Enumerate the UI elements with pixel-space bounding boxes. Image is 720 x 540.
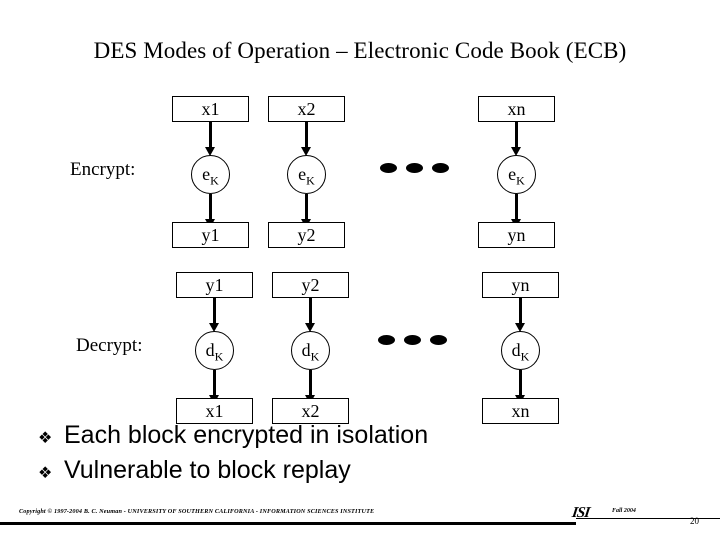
isi-logo: ISI xyxy=(570,505,591,521)
decrypt-operator-2: d xyxy=(301,340,311,360)
encrypt-input-box-n: xn xyxy=(478,96,555,122)
decrypt-cipher-circle-n: dK xyxy=(501,331,540,370)
encrypt-operator-n: e xyxy=(508,164,517,184)
encrypt-operator-subscript-2: K xyxy=(306,173,315,188)
encrypt-operator-1: e xyxy=(202,164,211,184)
encrypt-arrow-in-2 xyxy=(301,122,311,156)
encrypt-operator-2: e xyxy=(298,164,307,184)
encrypt-arrow-out-2 xyxy=(301,194,311,228)
slide-footer: Copyright © 1997-2004 B. C. Neuman - UNI… xyxy=(0,500,720,540)
page-number: 20 xyxy=(690,516,699,526)
footer-divider-right xyxy=(576,518,720,519)
decrypt-operator-n: d xyxy=(511,340,521,360)
encrypt-cipher-circle-2: eK xyxy=(287,155,326,194)
decrypt-output-box-n: xn xyxy=(482,398,559,424)
encrypt-input-box-2: x2 xyxy=(268,96,345,122)
decrypt-output-box-2: x2 xyxy=(272,398,349,424)
decrypt-arrow-out-n xyxy=(515,370,525,404)
decrypt-operator-1: d xyxy=(205,340,215,360)
encrypt-cipher-circle-1: eK xyxy=(191,155,230,194)
term-label: Fall 2004 xyxy=(612,508,636,514)
page-title: DES Modes of Operation – Electronic Code… xyxy=(93,38,627,63)
encrypt-operator-subscript-n: K xyxy=(516,173,525,188)
list-item: ❖ Each block encrypted in isolation xyxy=(38,420,638,453)
list-item: ❖ Vulnerable to block replay xyxy=(38,455,638,488)
encrypt-operator-subscript-1: K xyxy=(210,173,219,188)
decrypt-arrow-in-n xyxy=(515,298,525,332)
decrypt-arrow-out-2 xyxy=(305,370,315,404)
decrypt-cipher-circle-2: dK xyxy=(291,331,330,370)
encrypt-input-box-1: x1 xyxy=(172,96,249,122)
decrypt-output-box-1: x1 xyxy=(176,398,253,424)
decrypt-input-box-n: yn xyxy=(482,272,559,298)
encrypt-arrow-in-1 xyxy=(205,122,215,156)
decrypt-input-box-1: y1 xyxy=(176,272,253,298)
encrypt-cipher-circle-n: eK xyxy=(497,155,536,194)
diamond-bullet-icon: ❖ xyxy=(38,428,53,447)
copyright-notice: Copyright © 1997-2004 B. C. Neuman - UNI… xyxy=(19,508,375,515)
decrypt-arrow-in-1 xyxy=(209,298,219,332)
encrypt-output-box-n: yn xyxy=(478,222,555,248)
bullet-text: Each block encrypted in isolation xyxy=(64,421,429,449)
decrypt-row-label: Decrypt: xyxy=(76,335,143,356)
decrypt-input-box-2: y2 xyxy=(272,272,349,298)
decrypt-operator-subscript-n: K xyxy=(520,349,530,364)
encrypt-ellipsis xyxy=(380,163,450,173)
bullet-text: Vulnerable to block replay xyxy=(64,456,351,484)
encrypt-output-box-1: y1 xyxy=(172,222,249,248)
encrypt-output-box-2: y2 xyxy=(268,222,345,248)
decrypt-ellipsis xyxy=(378,335,448,345)
decrypt-arrow-in-2 xyxy=(305,298,315,332)
encrypt-arrow-out-n xyxy=(511,194,521,228)
encrypt-arrow-in-n xyxy=(511,122,521,156)
decrypt-operator-subscript-2: K xyxy=(310,349,320,364)
decrypt-operator-subscript-1: K xyxy=(214,349,224,364)
bullet-list: ❖ Each block encrypted in isolation ❖ Vu… xyxy=(38,420,638,490)
footer-divider xyxy=(0,522,576,525)
encrypt-row-label: Encrypt: xyxy=(70,159,136,180)
encrypt-arrow-out-1 xyxy=(205,194,215,228)
diamond-bullet-icon: ❖ xyxy=(38,463,53,482)
decrypt-cipher-circle-1: dK xyxy=(195,331,234,370)
decrypt-arrow-out-1 xyxy=(209,370,219,404)
